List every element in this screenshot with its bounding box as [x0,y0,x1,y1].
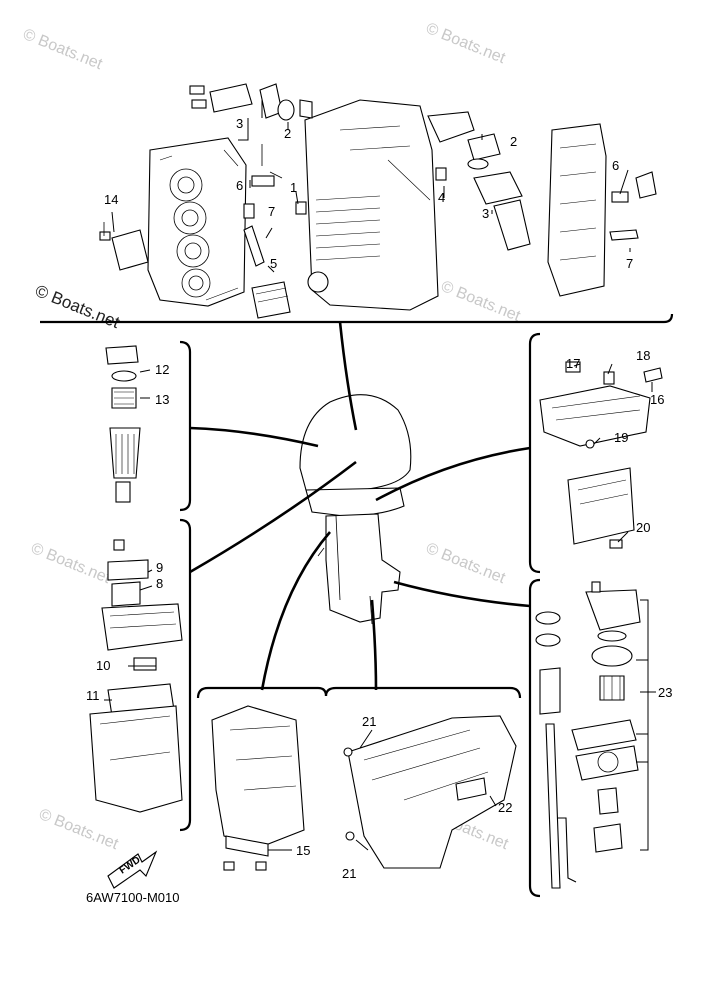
callout-21: 21 [362,714,376,729]
engine-block [304,99,439,311]
pump-gasket [571,719,637,751]
section-bracket [528,578,541,898]
spark-plug [609,229,639,241]
connector [260,531,331,691]
watermark-strong: © Boats.net [33,281,123,332]
thermo-sensor [295,201,307,215]
section-bracket [179,518,192,832]
callout-4: 4 [438,190,445,205]
callout-2: 2 [510,134,517,149]
spark-plug [243,225,265,267]
thermo-sensor [435,167,447,181]
watermark: © Boats.net [21,26,106,73]
connector [393,580,531,608]
callout-5: 5 [270,256,277,271]
gasket [107,559,149,581]
callout-21: 21 [342,866,356,881]
callout-7: 7 [626,256,633,271]
thermostat-right [467,133,501,161]
connector [370,599,378,691]
callout-22: 22 [498,800,512,815]
grommet [565,361,581,373]
fuel-sensor [133,657,157,671]
connector [338,321,358,431]
callout-11: 11 [86,688,100,703]
fuel-filter-section: 12 13 [105,340,192,512]
vapor-tank [89,705,183,813]
callout-20: 20 [636,520,650,535]
callout-12: 12 [155,362,169,377]
watermark: © Boats.net [439,278,524,325]
fwd-arrow-icon [107,850,158,889]
lower-casing-section: 21 21 22 [324,686,522,881]
callout-3: 3 [236,116,243,131]
oil-pan [567,467,635,545]
callout-14: 14 [104,192,118,207]
exhaust-plate [539,385,651,447]
callout-9: 9 [156,560,163,575]
outer-plate [575,745,639,781]
anode [455,777,487,801]
thermostat [299,99,313,119]
section-bracket [179,340,192,512]
top-cowling [299,394,412,491]
o-ring [591,645,633,667]
fuel-pump-body [101,603,183,651]
callout-10: 10 [96,658,110,673]
callout-13: 13 [155,392,169,407]
lower-casing [347,715,517,869]
midsection [325,513,401,623]
pump-housing [585,589,641,631]
cartridge [593,823,623,853]
section-bracket [528,332,541,574]
watermark: © Boats.net [424,20,509,67]
callout-16: 16 [650,392,664,407]
callout-7: 7 [268,204,275,219]
water-pump-section: 23 [528,578,672,898]
connector [189,426,319,448]
powerhead-section: 3 2 2 3 4 1 6 6 7 7 5 14 [40,83,674,324]
callout-3: 3 [482,206,489,221]
filter-cup [109,427,141,479]
watermark: © Boats.net [37,806,122,853]
drive-shaft [545,723,561,889]
callout-23: 23 [658,685,672,700]
callout-17: 17 [566,356,580,371]
fwd-arrow: FWD [107,850,158,889]
section-bracket [196,686,328,699]
oil-pan-section: 17 18 16 19 20 [528,332,664,574]
connector [189,460,357,574]
damper-plate [225,835,269,857]
connector [375,446,531,502]
callout-2: 2 [284,126,291,141]
callout-1: 1 [290,180,297,195]
section-bracket [324,686,522,699]
watermark: © Boats.net [424,540,509,587]
outboard-motor-overview [189,321,531,691]
sensor-bracket [111,229,149,271]
callout-18: 18 [636,348,650,363]
vapor-separator-section: 9 8 10 11 [86,518,192,832]
callout-6: 6 [236,178,243,193]
callout-15: 15 [296,843,310,858]
filter-bracket [105,345,139,365]
pressure-regulator [111,581,141,607]
upper-casing-section: 15 [196,686,328,871]
diagram-code: 6AW7100-M010 [86,890,179,905]
upper-casing [211,705,305,849]
oil-filter [251,281,291,319]
callout-19: 19 [614,430,628,445]
watermark: © Boats.net [29,540,114,587]
section-bracket [40,313,674,324]
o-ring [111,370,137,382]
callout-6: 6 [612,158,619,173]
cylinder-head-right [547,123,607,297]
callout-8: 8 [156,576,163,591]
